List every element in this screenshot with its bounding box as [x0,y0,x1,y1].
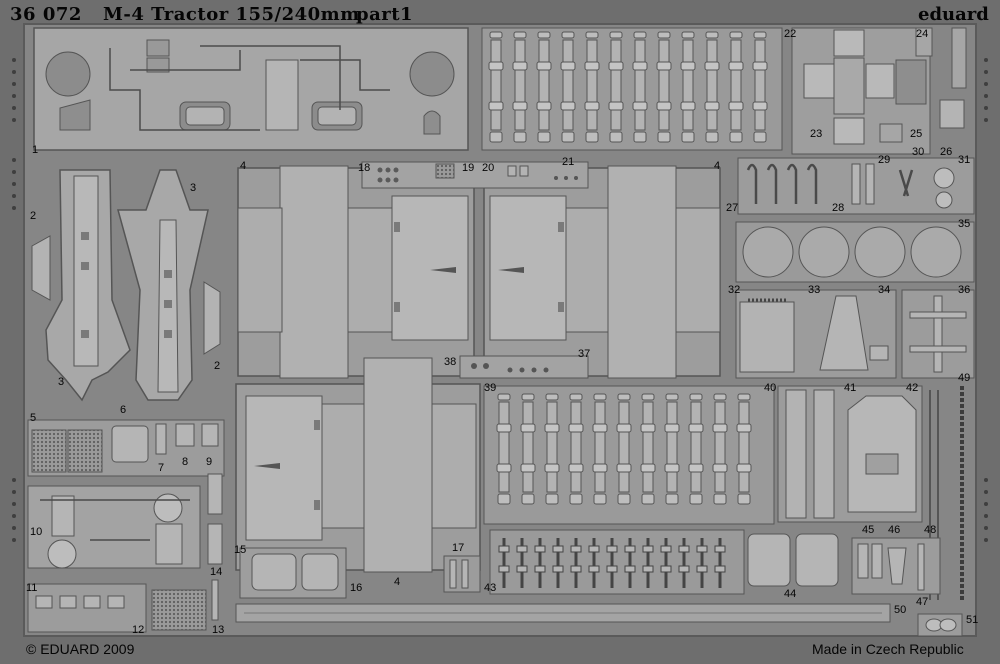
part-number: 28 [832,202,845,214]
parts-11-13 [27,579,219,633]
part-number: 14 [210,566,223,578]
part-number: 32 [728,284,741,296]
part-50-long-strip [235,603,891,623]
part-number: 6 [120,404,127,416]
parts-14-16 [207,473,347,599]
part-number: 51 [966,614,979,626]
part-4-box-upper-right [483,165,721,379]
fret-title: M-4 Tractor 155/240mm [103,4,360,25]
part-number: 27 [726,202,739,214]
part-number: 34 [878,284,891,296]
part-number: 17 [452,542,465,554]
part-2-brackets [31,235,221,355]
part-number: 8 [182,456,189,468]
parts-27-31 [737,157,975,215]
part-number: 20 [482,162,495,174]
part-number: 50 [894,604,907,616]
part-number: 11 [26,582,38,594]
part-number: 44 [784,588,797,600]
part-44-covers [747,533,839,587]
parts-45-48 [851,537,941,595]
part-number: 48 [924,524,937,536]
fret-part: part1 [356,4,414,25]
part-number: 43 [484,582,497,594]
part-number: 45 [862,524,875,536]
part-number: 39 [484,382,497,394]
part-number: 2 [214,360,221,372]
part-number: 1 [32,144,39,156]
part-number: 23 [810,128,823,140]
part-number: 15 [234,544,247,556]
part-number: 3 [190,182,197,194]
origin-note: Made in Czech Republic [812,641,964,657]
parts-17-38 [443,355,589,593]
parts-40-42 [777,385,964,600]
brand-logo: eduard [918,4,989,25]
part-22-belts [481,27,783,151]
part-number: 38 [444,356,457,368]
part-number: 24 [916,28,929,40]
part-number: 33 [808,284,821,296]
part-number: 21 [562,156,575,168]
part-number: 37 [578,348,591,360]
part-number: 36 [958,284,971,296]
part-number: 5 [30,412,37,424]
part-number: 16 [350,582,363,594]
part-51 [917,613,963,637]
part-number: 7 [158,462,165,474]
part-number: 29 [878,154,891,166]
copyright: © EDUARD 2009 [26,641,135,657]
edge-holes [12,58,988,542]
part-43-levers [489,529,745,595]
parts-32-36 [735,289,975,379]
part-number: 41 [844,382,857,394]
part-number: 30 [912,146,925,158]
part-number: 46 [888,524,901,536]
part-10-plate [27,485,201,569]
part-number: 49 [958,372,971,384]
part-number: 25 [910,128,923,140]
parts-5-9 [27,419,225,477]
part-number: 47 [916,596,929,608]
part-number: 12 [132,624,145,636]
part-number: 9 [206,456,213,468]
part-number: 3 [58,376,65,388]
part-number: 2 [30,210,37,222]
parts-23-26 [791,27,967,155]
parts-18-21-strip [361,161,589,189]
part-number: 13 [212,624,225,636]
part-number: 19 [462,162,475,174]
part-number: 26 [940,146,953,158]
part-number: 4 [394,576,401,588]
part-number: 35 [958,218,971,230]
part-4-box-upper-left [237,165,475,379]
fret-code: 36 072 [10,4,82,25]
part-number: 22 [784,28,797,40]
part-number: 4 [240,160,247,172]
part-number: 10 [30,526,43,538]
part-1-plate [33,27,469,151]
part-4-box-lower [235,357,481,573]
part-number: 42 [906,382,919,394]
part-3-fenders [45,169,209,402]
part-number: 31 [958,154,971,166]
part-35-discs [735,221,975,283]
part-number: 4 [714,160,721,172]
part-number: 18 [358,162,371,174]
part-number: 40 [764,382,777,394]
part-39-belts [483,385,775,525]
